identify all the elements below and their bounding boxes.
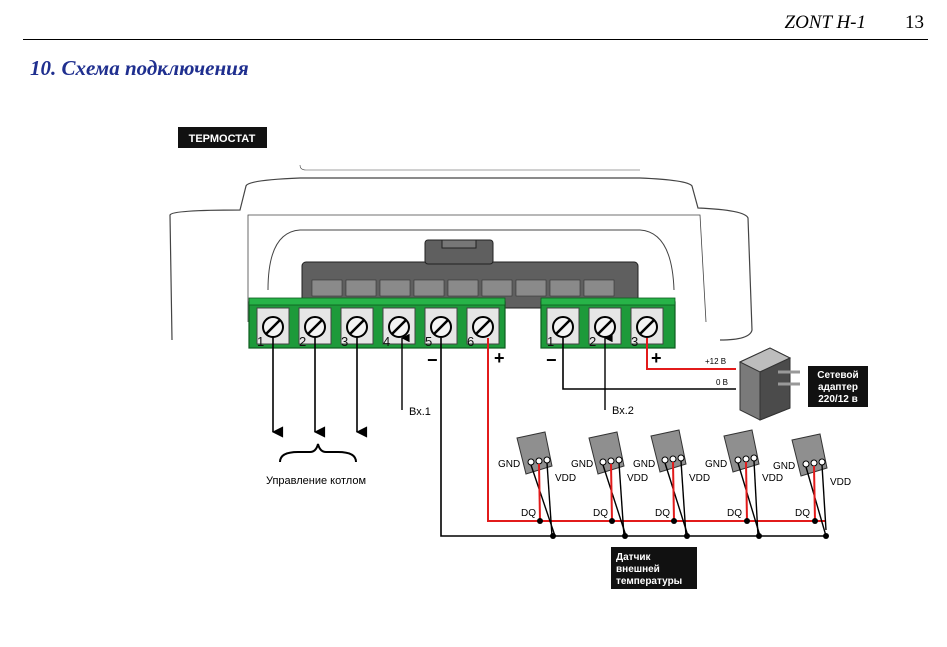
s5-dq-label: DQ <box>795 508 810 519</box>
header-rule <box>23 39 928 40</box>
minus-sign-left: − <box>427 350 438 370</box>
sensor-3 <box>650 429 690 539</box>
s2-dq-label: DQ <box>593 508 608 519</box>
s3-dq-label: DQ <box>655 508 670 519</box>
plus12-wire <box>646 338 736 370</box>
s4-gnd-label: GND <box>705 459 727 470</box>
sensor-label-line1: Датчик <box>616 552 652 563</box>
sensor-label-line3: температуры <box>616 576 682 587</box>
s2-gnd-label: GND <box>571 459 593 470</box>
adapter-label-line1: Сетевой <box>817 370 858 381</box>
sensor-pin-labels: GND VDD DQ GND VDD DQ GND VDD DQ GND VDD… <box>498 459 851 519</box>
s1-vdd-label: VDD <box>555 473 576 484</box>
s3-vdd-label: VDD <box>689 473 710 484</box>
adapter-label-box <box>808 366 868 407</box>
gnd-bus-wire <box>440 338 826 537</box>
s5-gnd-label: GND <box>773 461 795 472</box>
plus-sign-left: + <box>494 348 505 368</box>
connector-block <box>301 239 639 309</box>
dq-bus-wire <box>487 338 826 522</box>
temperature-sensors <box>516 429 829 539</box>
terminal-left-6: 6 <box>467 334 474 349</box>
zero-volt-label: 0 В <box>716 378 728 387</box>
terminal-left-5: 5 <box>425 334 432 349</box>
terminal-block-left <box>248 297 506 349</box>
thermostat-label: ТЕРМОСТАТ <box>189 133 256 145</box>
page-number: 13 <box>905 12 924 33</box>
terminal-right-1: 1 <box>547 334 554 349</box>
terminal-right-2: 2 <box>589 334 596 349</box>
s1-dq-label: DQ <box>521 508 536 519</box>
boiler-brace <box>279 443 357 463</box>
input1-label: Вх.1 <box>409 406 431 418</box>
power-adapter <box>738 347 800 421</box>
s1-gnd-label: GND <box>498 459 520 470</box>
terminal-left-2: 2 <box>299 334 306 349</box>
s4-vdd-label: VDD <box>762 473 783 484</box>
thermostat-label-box <box>178 127 267 148</box>
terminal-left-3: 3 <box>341 334 348 349</box>
sensor-4 <box>723 429 762 539</box>
terminal-numbers: 1 2 3 4 5 6 1 2 3 <box>257 334 638 349</box>
document-title: ZONT H-1 <box>784 12 866 33</box>
polarity-signs: − + − + <box>427 348 662 370</box>
sensor-1 <box>516 431 556 539</box>
boiler-control-arrows <box>271 337 368 438</box>
plus-sign-right: + <box>651 348 662 368</box>
sensor-5 <box>791 433 829 539</box>
adapter-label-line2: адаптер <box>818 382 858 393</box>
sensor-label-line2: внешней <box>616 564 660 575</box>
device-housing <box>169 164 753 341</box>
minus-sign-right: − <box>546 350 557 370</box>
sensor-label-box <box>611 547 697 589</box>
s3-gnd-label: GND <box>633 459 655 470</box>
s4-dq-label: DQ <box>727 508 742 519</box>
input2-label: Вх.2 <box>612 405 634 417</box>
boiler-control-label: Управление котлом <box>266 475 366 487</box>
zero-volt-wire <box>562 338 736 390</box>
sensor-2 <box>588 431 628 539</box>
section-title: 10. Схема подключения <box>30 56 249 80</box>
terminal-left-1: 1 <box>257 334 264 349</box>
terminal-left-4: 4 <box>383 334 390 349</box>
s5-vdd-label: VDD <box>830 477 851 488</box>
terminal-right-3: 3 <box>631 334 638 349</box>
s2-vdd-label: VDD <box>627 473 648 484</box>
plus12-label: +12 В <box>705 357 726 366</box>
adapter-label-line3: 220/12 в <box>818 394 858 405</box>
